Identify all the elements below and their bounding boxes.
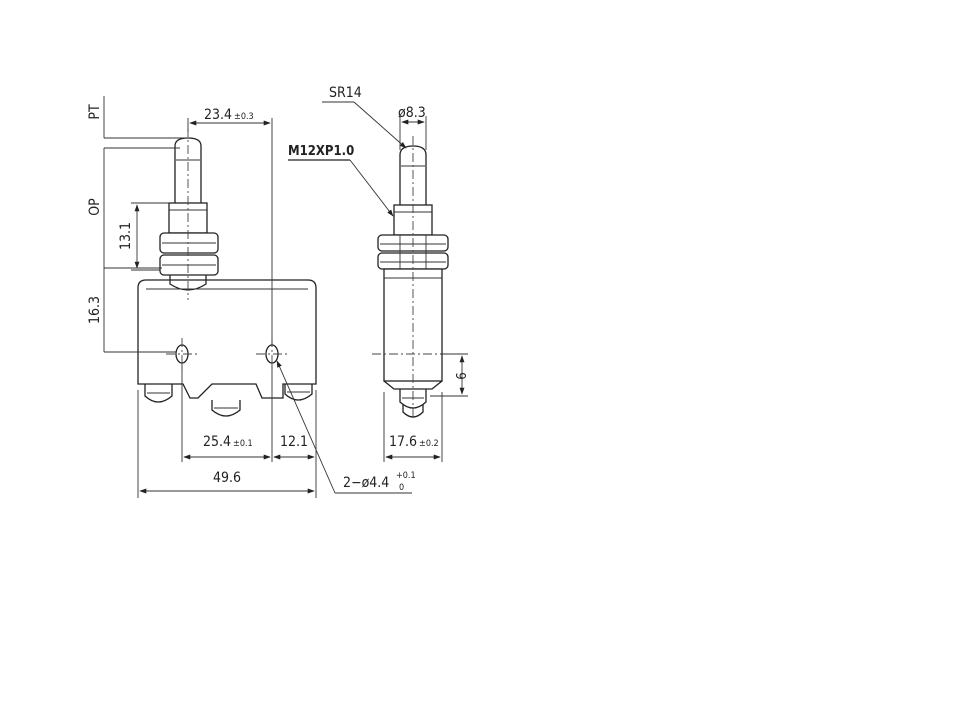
- side-view: [372, 136, 450, 420]
- dim-12-1: 12.1: [280, 434, 308, 450]
- sr14-label: SR14: [329, 85, 362, 101]
- front-view: [137, 128, 317, 417]
- hole-tol-top: +0.1: [396, 471, 416, 481]
- hole-callout: 2−ø4.4: [343, 475, 389, 491]
- front-body: [137, 279, 317, 399]
- pt-label: PT: [87, 104, 103, 120]
- dim-49-6: 49.6: [213, 470, 241, 486]
- dim-16-3: 16.3: [87, 296, 103, 324]
- terminal-screws: [144, 384, 313, 417]
- side-plunger: [399, 145, 427, 205]
- dim-23-4: 23.4±0.3: [204, 107, 254, 123]
- thread-label: M12XP1.0: [288, 144, 354, 159]
- hole-tol-bottom: 0: [399, 483, 404, 493]
- dimension-labels: PT OP 13.1 16.3 23.4±0.3 25.4±0.1 12.1 4…: [87, 85, 467, 493]
- dim-9: 9: [452, 372, 467, 379]
- dim-13-1: 13.1: [118, 222, 134, 250]
- dim-25-4: 25.4±0.1: [203, 434, 253, 450]
- dim-17-6: 17.6±0.2: [389, 434, 439, 450]
- op-label: OP: [87, 198, 103, 216]
- dim-8-3: ø8.3: [398, 105, 426, 121]
- dimension-lines: [103, 96, 468, 498]
